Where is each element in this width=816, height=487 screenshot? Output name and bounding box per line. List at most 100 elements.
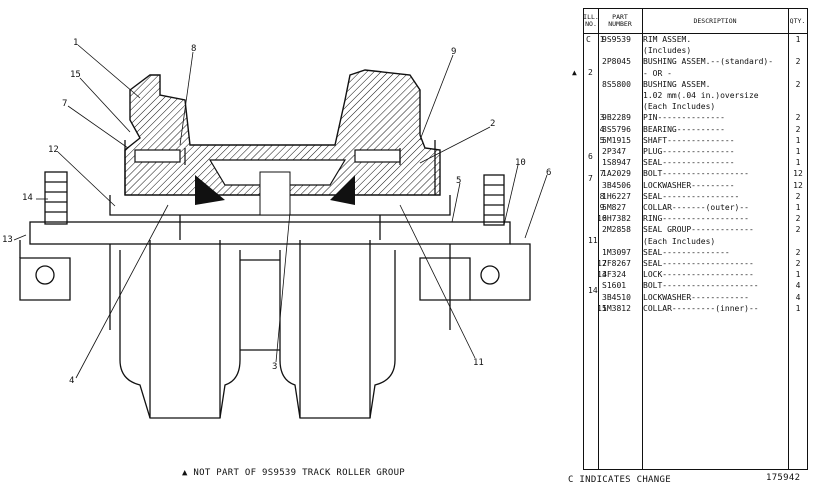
ill-no-cell: 7 [599, 169, 605, 179]
description-cell: COLLAR-------(outer)-- [643, 203, 749, 212]
header-qty: QTY. [788, 9, 807, 34]
description-cell: BOLT------------------ [643, 169, 749, 179]
part-number-cell: 1S8947 [602, 158, 631, 168]
qty-cell: 1 [795, 135, 801, 145]
group-ill-no: 14 [588, 286, 598, 295]
part-number-cell: 3B4510 [602, 292, 631, 302]
qty-cell: 2 [795, 113, 801, 123]
table-row: 2M2858 SEAL GROUP------------- 2 [584, 224, 807, 235]
group-ill-no: 2 [588, 67, 593, 77]
description-cell: SEAL GROUP------------- [643, 225, 754, 235]
part-number-cell: 8S5796 [602, 124, 631, 134]
callout-9: 9 [451, 47, 457, 57]
description-cell: LOCK------------------- [643, 270, 754, 280]
ill-no-cell: 5 [599, 135, 605, 145]
part-number-cell: 3B4506 [602, 180, 631, 190]
callout-14: 14 [22, 193, 33, 203]
ill-no-cell: 9 [599, 203, 605, 212]
qty-cell: 1 [795, 147, 801, 156]
callout-10: 10 [515, 158, 526, 168]
ill-no-cell: 4 [599, 124, 605, 134]
group-indicator: ▲ [572, 67, 577, 77]
ill-no-cell: 10 [597, 214, 607, 224]
callout-labels: 1 8 15 7 12 14 13 9 2 10 5 6 4 3 11 [2, 38, 552, 386]
part-number-cell: 8S5800 [602, 79, 631, 89]
description-cell: SEAL-------------- [643, 247, 730, 257]
description-cell: BEARING---------- [643, 124, 725, 134]
part-number-cell: 9S9539 [602, 35, 631, 44]
qty-cell: 12 [793, 169, 803, 179]
callout-12: 12 [48, 145, 59, 155]
group-ill-no: 7 [588, 174, 593, 183]
qty-cell: 1 [795, 35, 801, 44]
not-part-of-note: ▲ NOT PART OF 9S9539 TRACK ROLLER GROUP [182, 468, 406, 478]
header-ill-no: ILL. NO. [583, 9, 599, 34]
ill-no-cell: 12 [597, 259, 607, 268]
track-roller-exploded-drawing [13, 44, 548, 419]
part-number-cell: 1M3812 [602, 303, 631, 313]
ill-no-cell: 13 [597, 270, 607, 280]
callout-11: 11 [473, 358, 484, 368]
header-description: DESCRIPTION [642, 9, 788, 34]
qty-cell: 12 [793, 180, 803, 190]
callout-4: 4 [69, 376, 75, 386]
page-number: 175942 [766, 473, 801, 483]
table-row: - OR - [584, 68, 807, 79]
description-cell: PLUG--------------- [643, 147, 735, 156]
description-cell: (Each Includes) [643, 236, 716, 246]
description-cell: PIN-------------- [643, 113, 725, 123]
group-ill-no: 11 [588, 235, 598, 245]
description-cell: SHAFT-------------- [643, 135, 735, 145]
part-number-cell: 1A2029 [602, 169, 631, 179]
description-cell: BUSHING ASSEM. [643, 79, 711, 89]
table-row: 1.02 mm(.04 in.)oversize [584, 90, 807, 101]
ill-no-cell: 8 [599, 191, 605, 201]
qty-cell: 1 [795, 303, 801, 313]
group-ill-no: 6 [588, 151, 593, 161]
callout-8: 8 [191, 44, 197, 54]
description-cell: LOCKWASHER--------- [643, 180, 735, 190]
qty-cell: 2 [795, 214, 801, 224]
column-divider [788, 9, 789, 469]
qty-cell: 1 [795, 158, 801, 168]
part-number-cell: 1H6227 [602, 191, 631, 201]
change-indicator: C [586, 35, 591, 44]
callout-6: 6 [546, 168, 552, 178]
header-part-number: PART NUMBER [598, 9, 642, 34]
callout-3: 3 [272, 362, 278, 372]
description-cell: (Each Includes) [643, 102, 716, 112]
qty-cell: 2 [795, 225, 801, 235]
part-number-cell: 7F8267 [602, 259, 631, 268]
column-divider [642, 9, 643, 469]
description-cell: (Includes) [643, 46, 692, 56]
callout-5: 5 [456, 176, 462, 186]
ill-no-cell: 3 [599, 113, 605, 123]
callout-15: 15 [70, 70, 81, 80]
part-number-cell: 9B2289 [602, 113, 631, 123]
column-divider [598, 9, 599, 469]
callout-13: 13 [2, 235, 13, 245]
description-cell: RIM ASSEM. [643, 35, 692, 44]
qty-cell: 2 [795, 124, 801, 134]
qty-cell: 1 [795, 270, 801, 280]
qty-cell: 2 [795, 247, 801, 257]
qty-cell: 2 [795, 259, 801, 268]
qty-cell: 2 [795, 57, 801, 67]
description-cell: SEAL------------------- [643, 259, 754, 268]
callout-2: 2 [490, 119, 496, 129]
part-number-cell: 2M2858 [602, 225, 631, 235]
qty-cell: 1 [795, 203, 801, 212]
ill-no-cell: 15 [597, 303, 607, 313]
